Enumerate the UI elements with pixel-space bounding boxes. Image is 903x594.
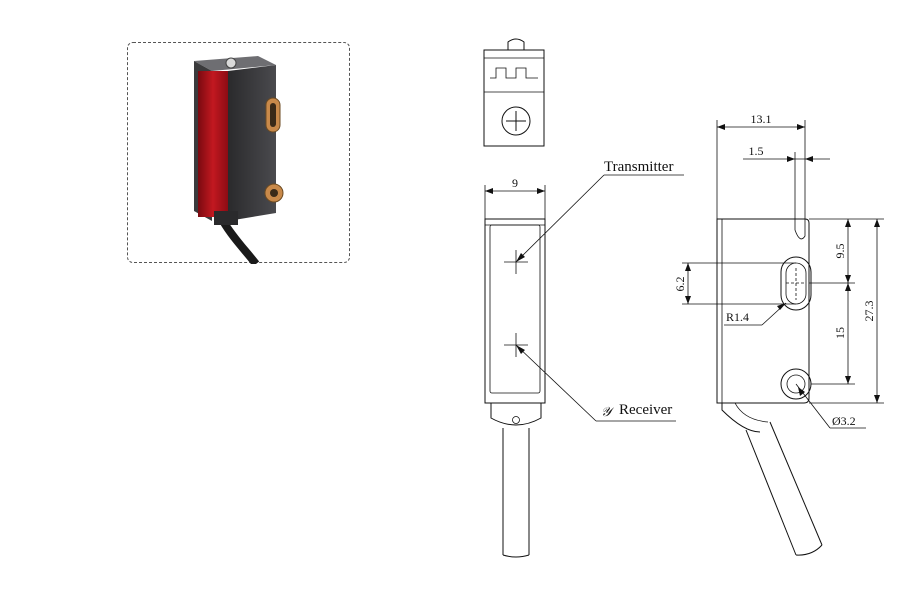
transmitter-callout: Transmitter xyxy=(515,159,684,263)
transmitter-label: Transmitter xyxy=(604,159,673,175)
dim-lens-offset-label: 1.5 xyxy=(749,144,764,158)
top-view xyxy=(483,38,545,147)
receiver-mark: 𝒴 xyxy=(601,404,615,419)
dim-hole-spacing: 15 xyxy=(833,283,851,384)
side-view xyxy=(716,218,823,556)
product-photo-frame xyxy=(127,42,350,267)
hole-diameter-label: Ø3.2 xyxy=(832,414,856,428)
sensor-product-image xyxy=(194,56,284,267)
hole-diameter-callout: Ø3.2 xyxy=(795,383,866,429)
slot-radius-callout: R1.4 xyxy=(724,302,787,326)
adjust-screw-icon xyxy=(501,106,531,136)
dim-slot-to-top-label: 9.5 xyxy=(833,244,847,259)
receiver-label: Receiver xyxy=(619,402,672,418)
dim-overall-height: 27.3 xyxy=(862,219,880,403)
dim-slot-length: 6.2 xyxy=(673,262,796,305)
dim-slot-length-label: 6.2 xyxy=(673,277,687,292)
dim-lens-offset: 1.5 xyxy=(743,144,830,219)
slot-radius-label: R1.4 xyxy=(726,310,749,324)
dim-depth-label: 13.1 xyxy=(751,112,772,126)
dim-overall-height-label: 27.3 xyxy=(862,301,876,322)
front-view xyxy=(484,218,546,558)
dim-width-label: 9 xyxy=(512,176,518,190)
dim-depth-side: 13.1 xyxy=(716,112,806,219)
dim-slot-to-top: 9.5 xyxy=(833,219,851,283)
dim-hole-spacing-label: 15 xyxy=(833,327,847,339)
dim-width-front: 9 xyxy=(484,176,546,219)
